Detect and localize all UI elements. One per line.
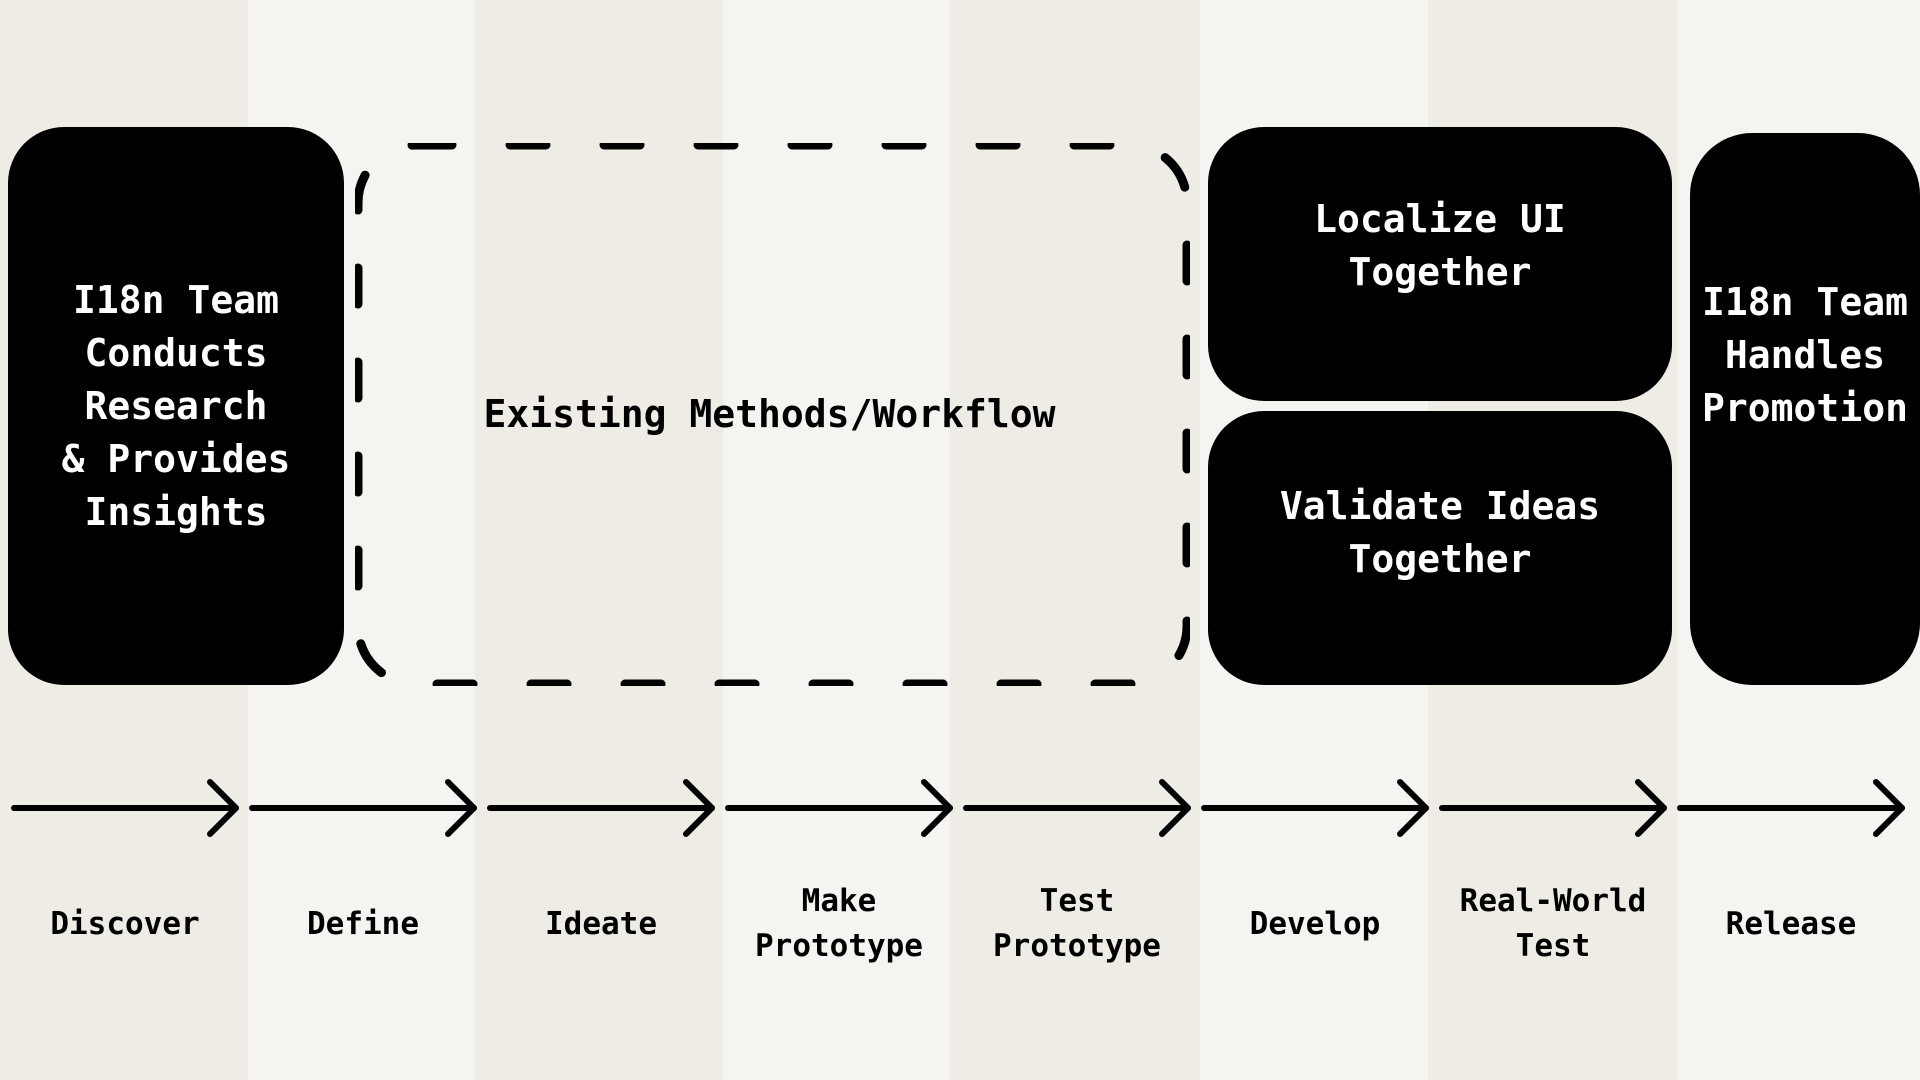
arrow-make-prototype: [725, 779, 953, 837]
stage-test-prototype-text: Test Prototype: [993, 883, 1161, 964]
stage-label-define: Define: [244, 876, 482, 972]
validate-block: Validate Ideas Together: [1208, 411, 1672, 685]
arrow-release: [1677, 779, 1905, 837]
stage-develop-text: Develop: [1249, 905, 1381, 942]
stage-discover-text: Discover: [50, 905, 200, 942]
arrow-define: [249, 779, 477, 837]
stage-label-ideate: Ideate: [482, 876, 720, 972]
stage-label-make-prototype: Make Prototype: [720, 876, 958, 972]
stage-label-test-prototype: Test Prototype: [958, 876, 1196, 972]
localize-block: Localize UI Together: [1208, 127, 1672, 401]
arrow-discover: [11, 779, 239, 837]
stage-real-world-test-text: Real-World Test: [1459, 883, 1647, 964]
column-make-prototype: [723, 0, 950, 1080]
stage-define-text: Define: [307, 905, 419, 942]
arrow-real-world-test: [1439, 779, 1667, 837]
arrow-ideate: [487, 779, 715, 837]
stage-label-develop: Develop: [1196, 876, 1434, 972]
column-ideate: [475, 0, 723, 1080]
stage-release-text: Release: [1725, 905, 1857, 942]
column-test-prototype: [950, 0, 1200, 1080]
stage-label-real-world-test: Real-World Test: [1434, 876, 1672, 972]
arrow-test-prototype: [963, 779, 1191, 837]
stage-make-prototype-text: Make Prototype: [755, 883, 923, 964]
discover-block-text: I18n Team Conducts Research & Provides I…: [61, 277, 291, 534]
existing-workflow-label: Existing Methods/Workflow: [483, 392, 1056, 436]
release-block: I18n Team Handles Promotion: [1690, 133, 1920, 685]
process-arrows: [11, 779, 1905, 837]
release-block-text: I18n Team Handles Promotion: [1702, 279, 1908, 430]
stage-ideate-text: Ideate: [545, 905, 657, 942]
validate-block-text: Validate Ideas Together: [1279, 484, 1601, 581]
arrow-develop: [1201, 779, 1429, 837]
localize-block-text: Localize UI Together: [1314, 197, 1566, 294]
stage-label-discover: Discover: [6, 876, 244, 972]
stage-label-release: Release: [1672, 876, 1910, 972]
discover-block: I18n Team Conducts Research & Provides I…: [8, 127, 344, 685]
